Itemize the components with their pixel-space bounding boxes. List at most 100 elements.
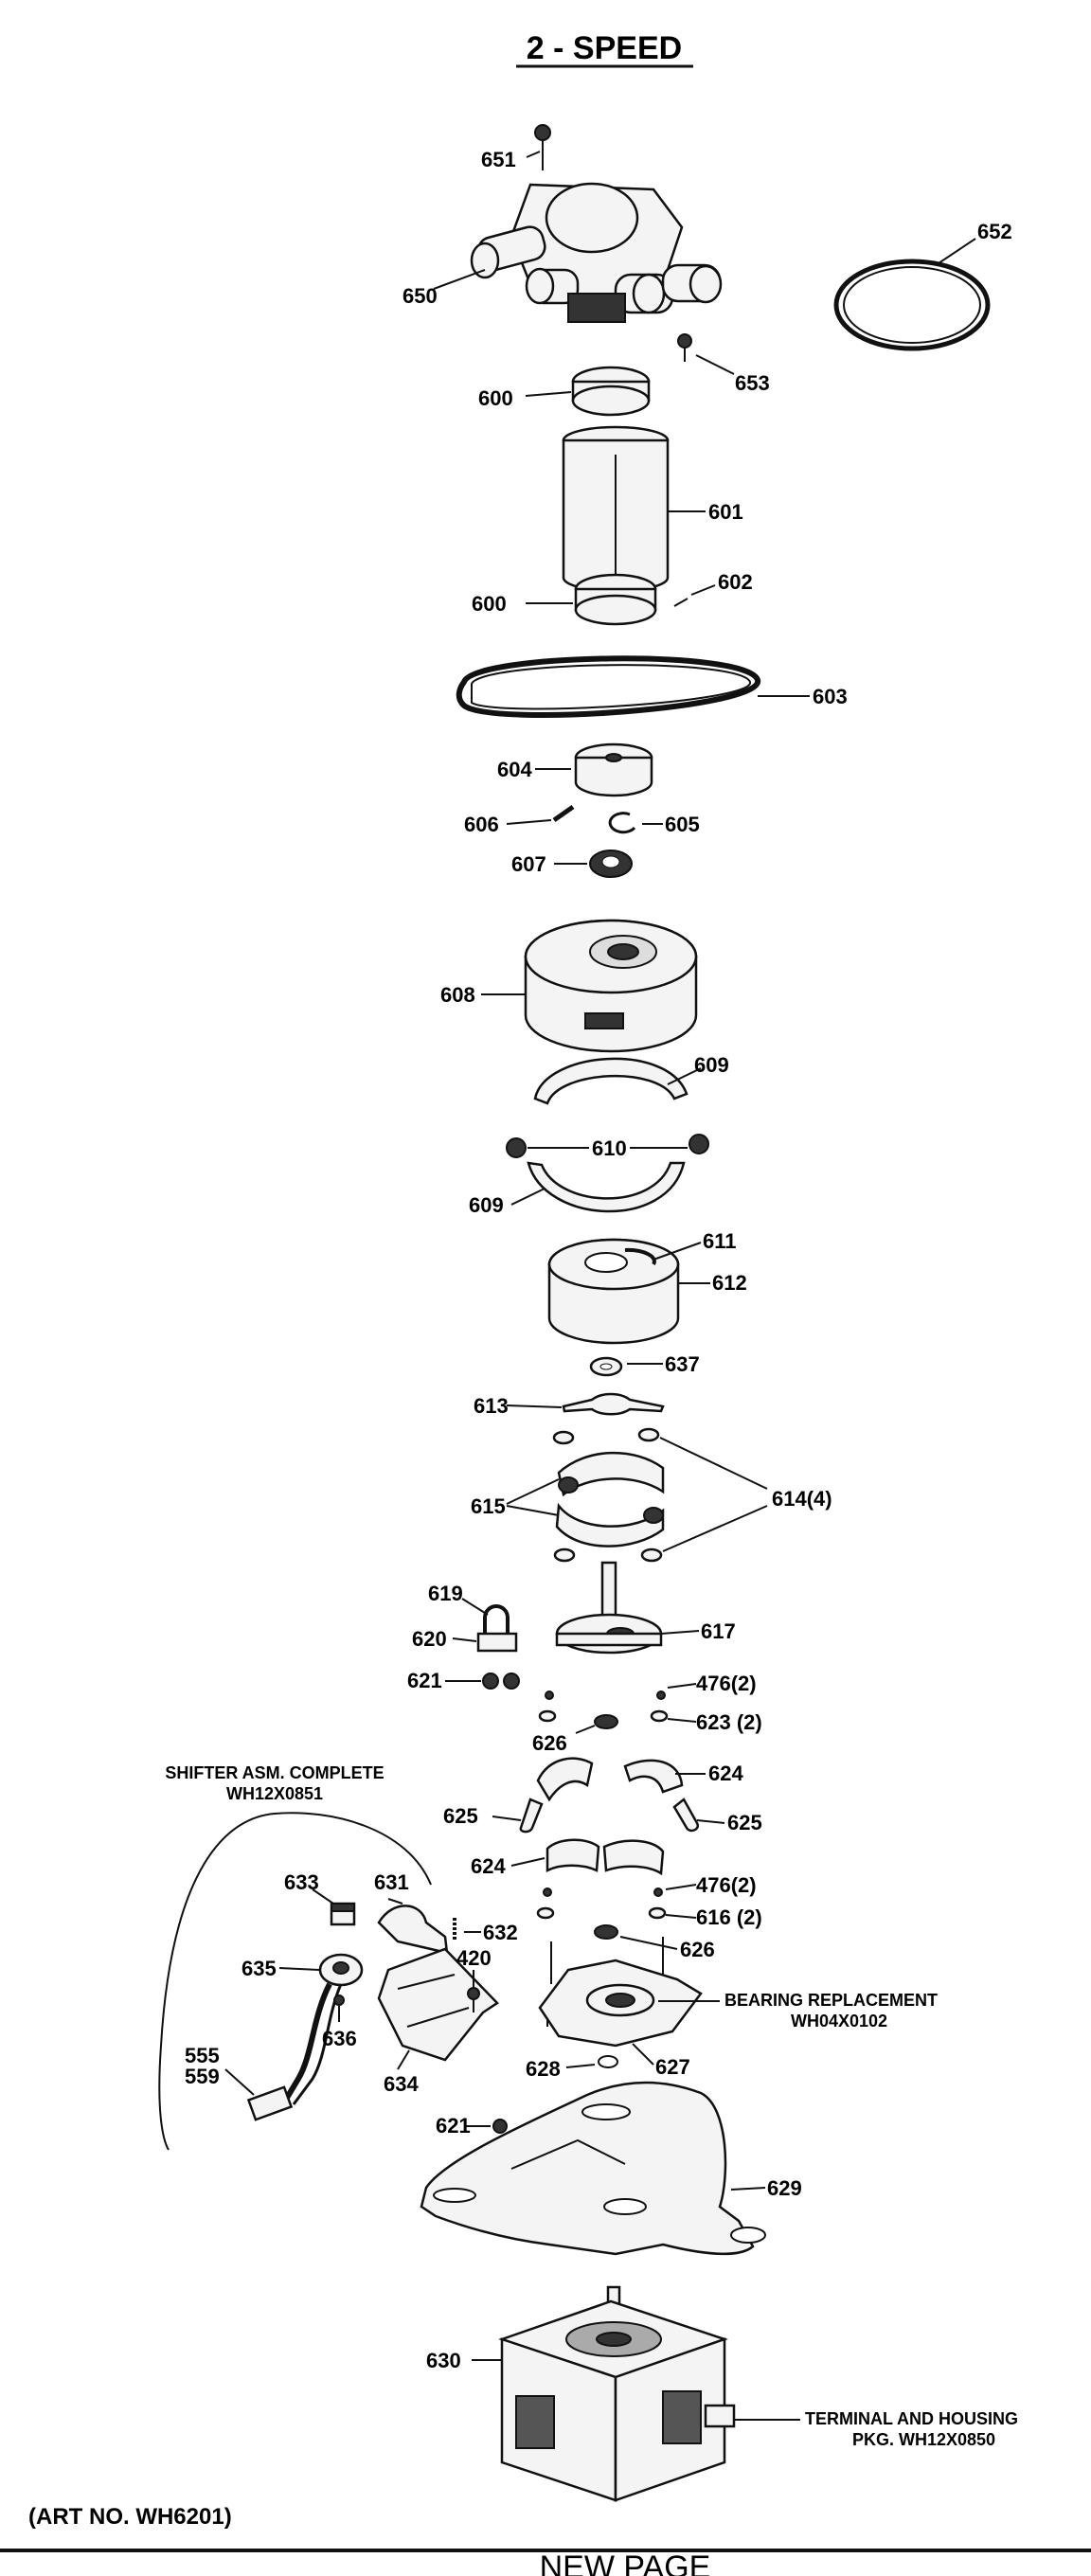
- part-605-ring: [608, 812, 636, 834]
- label-636: 636: [322, 2027, 357, 2050]
- terminal-note-line2: PKG. WH12X0850: [852, 2430, 995, 2449]
- part-636-screw: [333, 1995, 345, 2006]
- label-625-left: 625: [443, 1804, 478, 1828]
- part-600-clamp-top: [571, 366, 651, 417]
- footer-new-page: NEW PAGE: [540, 2549, 711, 2576]
- part-652-ring: [833, 259, 991, 351]
- label-634: 634: [384, 2072, 419, 2096]
- label-610: 610: [592, 1136, 627, 1160]
- part-604-pulley: [574, 742, 653, 797]
- label-600-top: 600: [478, 386, 513, 410]
- part-602-screw: [673, 598, 689, 607]
- part-653-screw: [677, 333, 692, 362]
- part-603-belt: [456, 655, 760, 718]
- label-603: 603: [813, 685, 848, 708]
- label-651: 651: [481, 148, 516, 171]
- label-619: 619: [428, 1582, 463, 1605]
- part-634-plate: [377, 1947, 499, 2062]
- part-609-shoe-top: [533, 1057, 689, 1105]
- label-608: 608: [440, 983, 475, 1007]
- part-650-pump: [470, 182, 723, 323]
- label-601: 601: [708, 500, 743, 524]
- part-651-screw: [534, 124, 551, 170]
- label-632: 632: [483, 1921, 518, 1944]
- part-635-solenoid: [246, 1953, 364, 2121]
- label-620: 620: [412, 1627, 447, 1651]
- label-606: 606: [464, 813, 499, 836]
- part-608-drum: [524, 919, 698, 1053]
- label-559: 559: [185, 2065, 220, 2088]
- part-631-lever: [377, 1905, 449, 1955]
- label-631: 631: [374, 1870, 409, 1894]
- label-621-bottom: 621: [436, 2114, 471, 2138]
- label-624-bottom: 624: [471, 1854, 506, 1878]
- label-555: 555: [185, 2044, 220, 2067]
- label-420: 420: [456, 1946, 492, 1970]
- label-625-right: 625: [727, 1811, 762, 1834]
- part-614-washers: [552, 1427, 663, 1563]
- label-611: 611: [703, 1229, 737, 1253]
- label-602: 602: [718, 570, 753, 594]
- label-600-bottom: 600: [472, 592, 507, 616]
- label-607: 607: [511, 852, 546, 876]
- label-652: 652: [977, 220, 1012, 243]
- shifter-note-line2: WH12X0851: [226, 1784, 323, 1803]
- part-617-hub: [555, 1561, 663, 1655]
- label-626-top: 626: [532, 1731, 567, 1755]
- label-628: 628: [526, 2057, 561, 2081]
- part-633-block: [330, 1902, 356, 1926]
- part-600-clamp-bottom: [574, 573, 657, 626]
- label-616: 616 (2): [696, 1905, 762, 1929]
- part-601-hose: [562, 425, 670, 593]
- part-621-nuts: [482, 1673, 520, 1690]
- label-624-top: 624: [708, 1762, 743, 1785]
- part-613-retainer: [562, 1392, 665, 1416]
- shifter-note-line1: SHIFTER ASM. COMPLETE: [165, 1763, 384, 1782]
- label-615: 615: [471, 1494, 506, 1518]
- label-627: 627: [655, 2055, 690, 2079]
- part-607-bearing: [589, 850, 633, 878]
- label-623: 623 (2): [696, 1710, 762, 1734]
- label-621-top: 621: [407, 1669, 442, 1692]
- part-609-shoe-bottom: [527, 1161, 686, 1213]
- label-629: 629: [767, 2176, 802, 2200]
- part-420-screw: [467, 1987, 480, 2012]
- label-605: 605: [665, 813, 700, 836]
- part-629-support-plate: [420, 2081, 766, 2256]
- part-476-623-washers: [538, 1690, 669, 1729]
- part-621-nut-lower: [492, 2119, 508, 2134]
- label-653: 653: [735, 371, 770, 395]
- part-476-616-washers: [536, 1887, 667, 1940]
- label-635: 635: [241, 1957, 277, 1980]
- label-613: 613: [474, 1394, 509, 1418]
- label-650: 650: [402, 284, 438, 308]
- label-633: 633: [284, 1870, 319, 1894]
- label-609-top: 609: [694, 1053, 729, 1077]
- part-619-bracket: [476, 1604, 518, 1653]
- label-626-bottom: 626: [680, 1938, 715, 1961]
- label-609-bottom: 609: [469, 1193, 504, 1217]
- part-612-cam: [547, 1238, 680, 1345]
- part-628-ring: [598, 2055, 618, 2068]
- terminal-note-line1: TERMINAL AND HOUSING: [805, 2409, 1018, 2428]
- label-476-bottom: 476(2): [696, 1873, 757, 1897]
- part-627-bearing-plate: [538, 1937, 703, 2048]
- art-number: (ART NO. WH6201): [28, 2504, 232, 2530]
- label-614: 614(4): [772, 1487, 832, 1511]
- label-604: 604: [497, 758, 532, 781]
- part-606-key: [552, 804, 575, 823]
- diagram-title: 2 - SPEED: [527, 30, 682, 66]
- label-637: 637: [665, 1352, 700, 1376]
- label-612: 612: [712, 1271, 747, 1295]
- part-615-brake-shoes: [555, 1451, 665, 1547]
- label-476-top: 476(2): [696, 1672, 757, 1695]
- shifter-bracket: [158, 1812, 432, 2151]
- part-610-springs: [506, 1134, 709, 1158]
- bearing-note-line2: WH04X0102: [791, 2012, 887, 2030]
- part-624-625-arms: [519, 1757, 700, 1876]
- part-637-washer: [589, 1356, 623, 1377]
- label-617: 617: [701, 1619, 736, 1643]
- label-630: 630: [426, 2349, 461, 2372]
- part-630-motor: [498, 2285, 736, 2502]
